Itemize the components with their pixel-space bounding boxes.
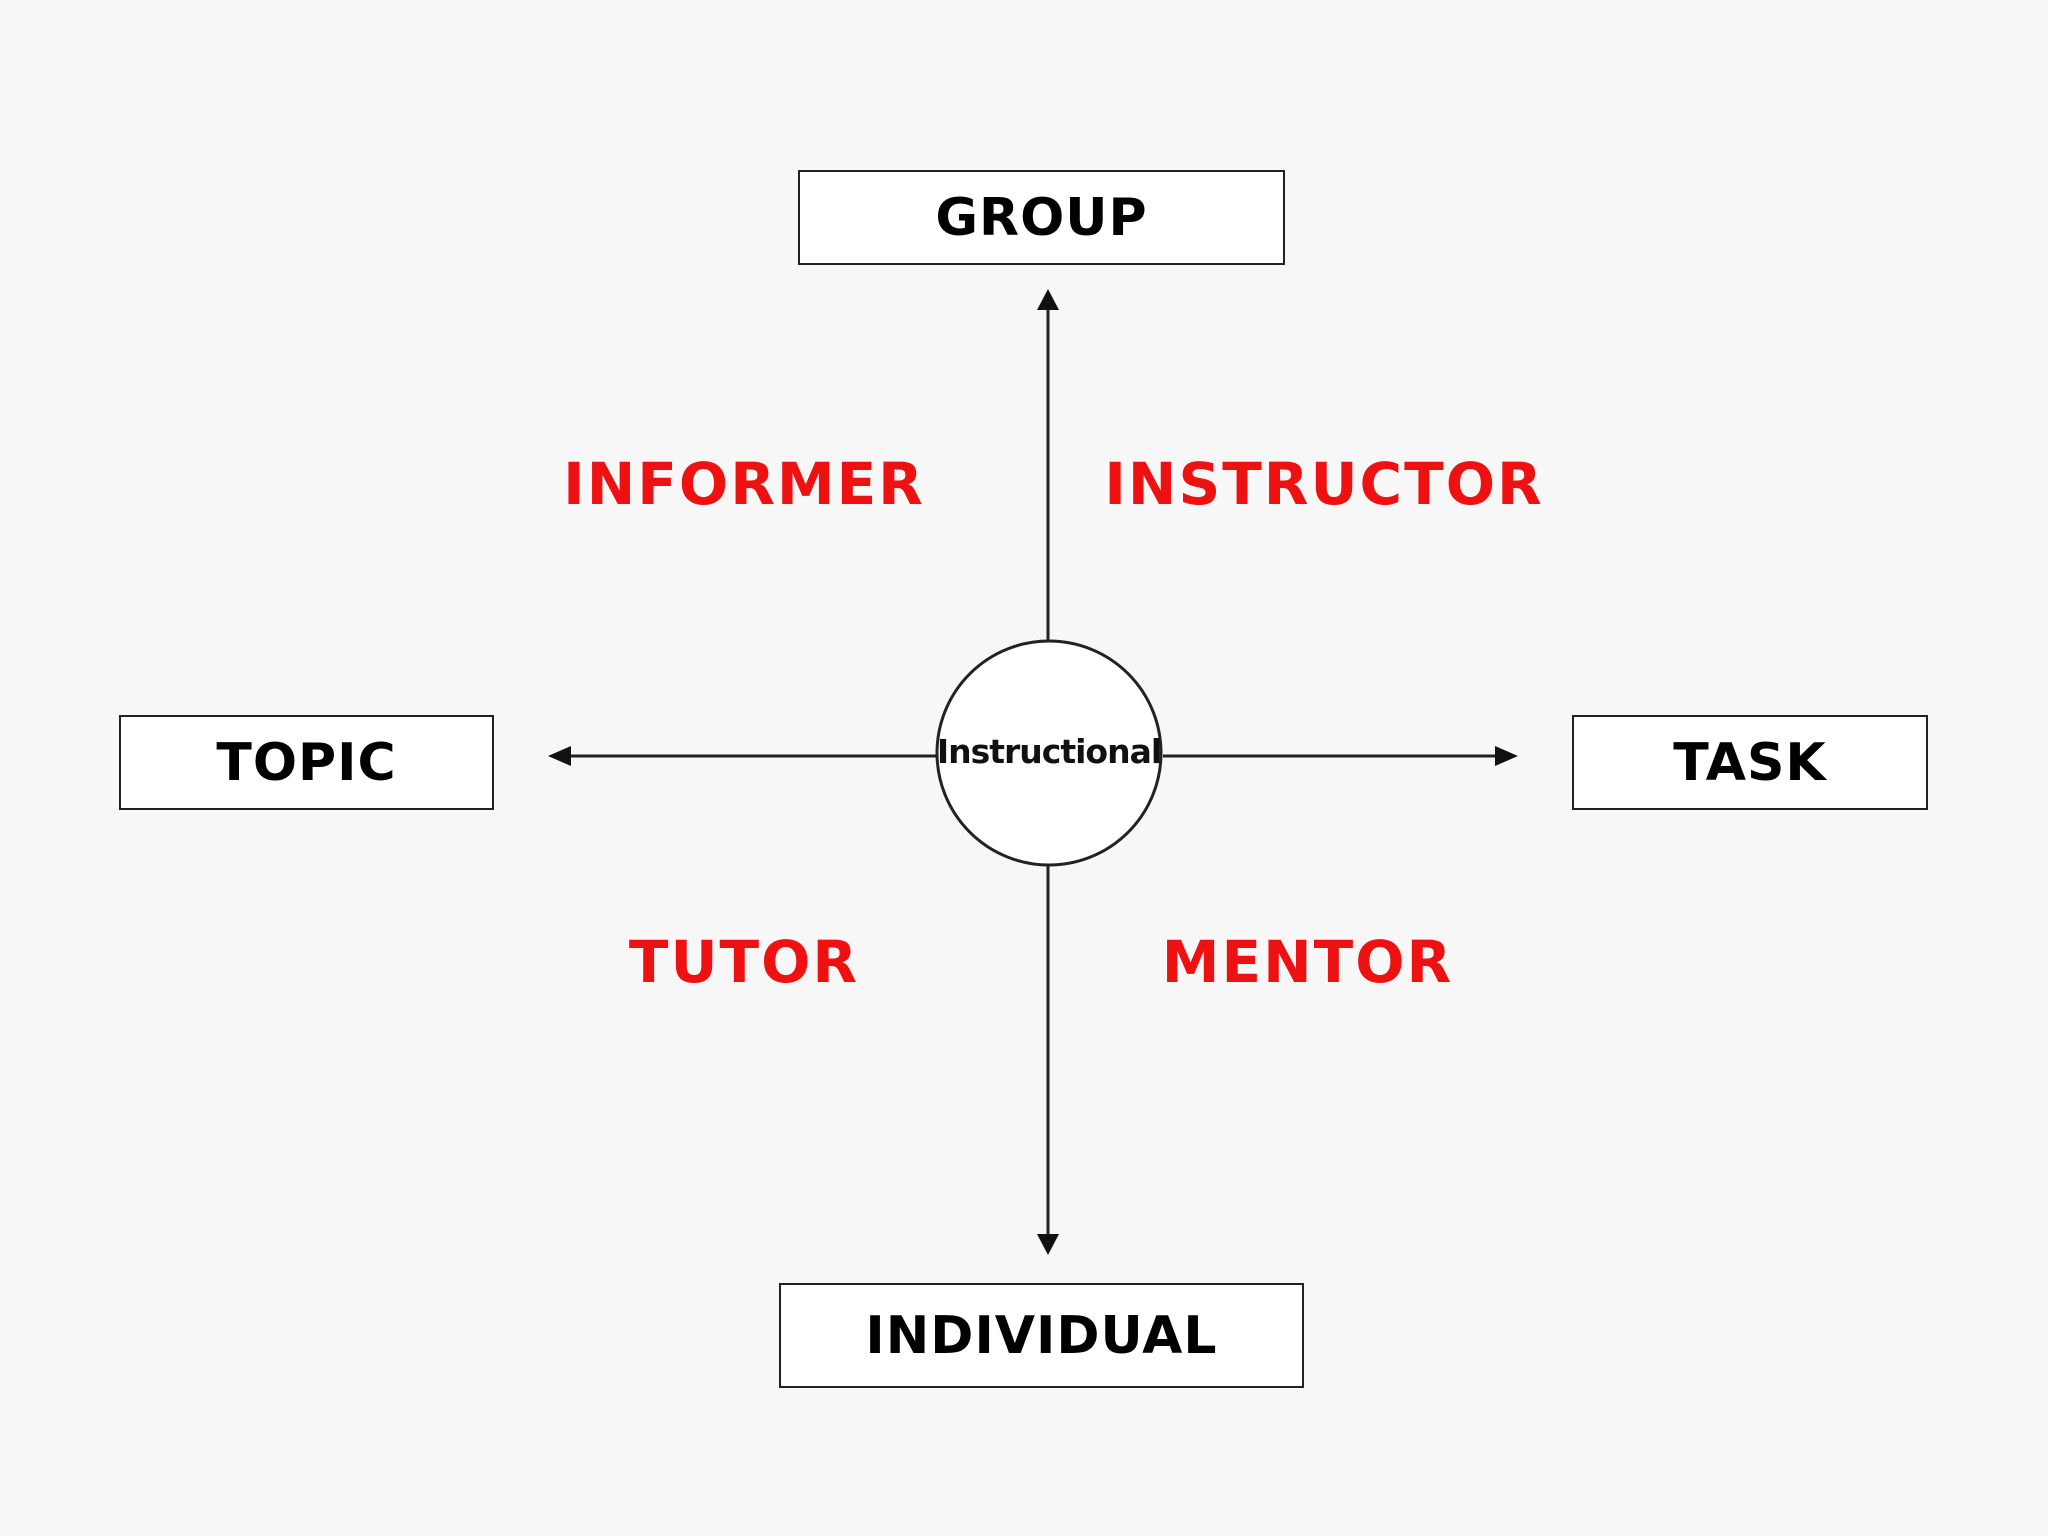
- arrowhead-right: [1495, 746, 1518, 766]
- axis-label-individual: INDIVIDUAL: [865, 1305, 1218, 1366]
- axis-box-topic: TOPIC: [119, 715, 494, 810]
- center-label: Instructional: [936, 731, 1162, 771]
- arrowhead-up: [1037, 289, 1059, 310]
- arrowhead-down: [1037, 1234, 1059, 1255]
- center-circle: [935, 639, 1163, 867]
- quadrant-label-tutor: TUTOR: [628, 928, 860, 996]
- quadrant-label-instructor: INSTRUCTOR: [1104, 450, 1544, 518]
- quadrant-label-informer: INFORMER: [563, 450, 925, 518]
- quadrant-label-mentor: MENTOR: [1161, 928, 1454, 996]
- axis-label-group: GROUP: [935, 187, 1148, 248]
- arrowhead-left: [548, 746, 571, 766]
- axis-box-group: GROUP: [798, 170, 1285, 265]
- axis-label-task: TASK: [1673, 732, 1827, 793]
- axis-box-task: TASK: [1572, 715, 1928, 810]
- axis-box-individual: INDIVIDUAL: [779, 1283, 1304, 1388]
- axis-label-topic: TOPIC: [216, 732, 397, 793]
